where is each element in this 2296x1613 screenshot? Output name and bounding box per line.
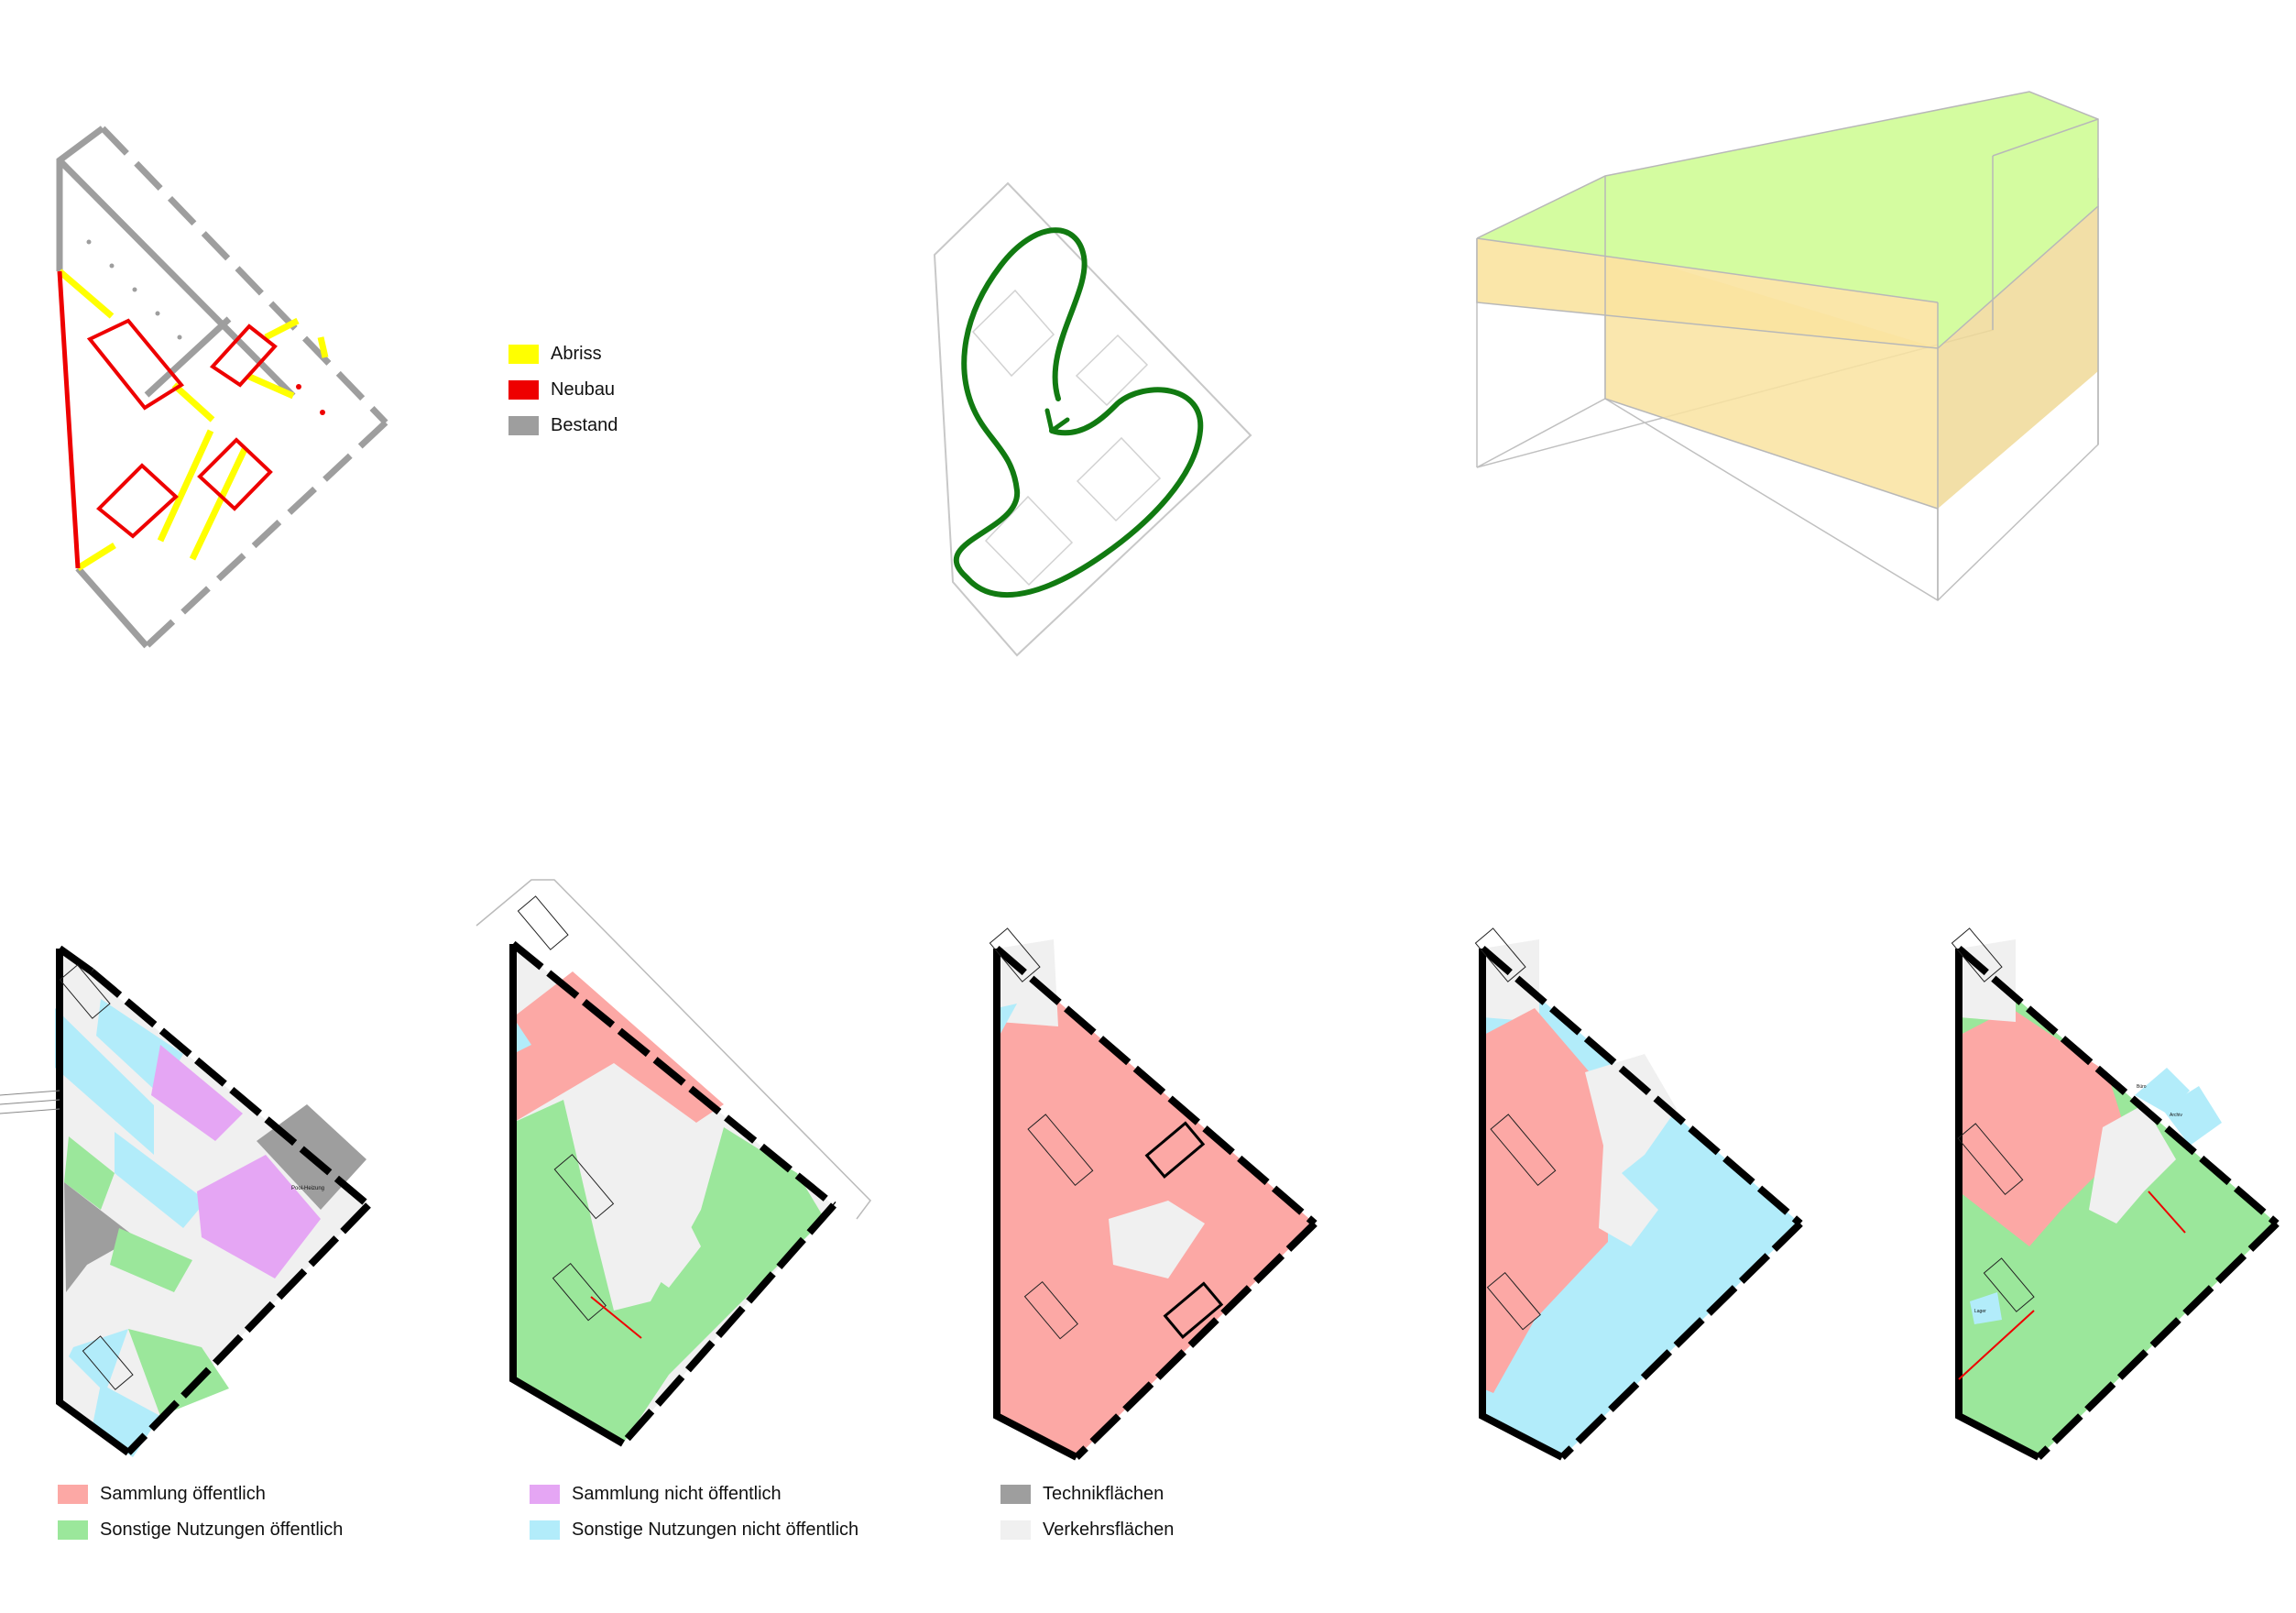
column-points [86, 239, 182, 340]
arrow-head-icon [1044, 408, 1070, 433]
legend-label: Abriss [551, 344, 602, 364]
visitor-path [953, 227, 1204, 598]
demolition-walls [57, 269, 329, 571]
zone-other-nonpublic [55, 1008, 154, 1155]
other-public-swatch [58, 1520, 88, 1540]
room-label-1: Büro [2137, 1084, 2147, 1090]
volume-axonometry [1476, 91, 2099, 601]
floor-plan-level-2 [989, 927, 1317, 1461]
volume-side-right [1938, 206, 2098, 509]
neubau-swatch [508, 380, 539, 400]
legend-label: Technikflächen [1043, 1484, 1164, 1504]
legend-item-other-nonpublic: Sonstige Nutzungen nicht öffentlich [530, 1520, 858, 1541]
legend-item-circulation: Verkehrsflächen [1000, 1520, 1174, 1541]
zone-collection-public [1482, 1008, 1608, 1393]
zone-technical [64, 1182, 136, 1292]
floor-plan-level-3 [1474, 927, 1803, 1461]
zone-collection-public [1959, 1008, 2130, 1246]
floor-plan-level-1 [476, 879, 871, 1447]
tech-room-label: Pool-Heizung [291, 1186, 324, 1191]
room-label-2: Archiv [2170, 1113, 2182, 1118]
zone-collection-public [513, 971, 724, 1123]
legend-label: Sonstige Nutzungen nicht öffentlich [572, 1520, 859, 1540]
legend-label: Sammlung nicht öffentlich [572, 1484, 782, 1504]
volume-side-front [1605, 247, 1938, 509]
legend-label: Neubau [551, 379, 616, 400]
legend-item-technical: Technikflächen [1000, 1484, 1164, 1505]
collection-public-swatch [58, 1485, 88, 1504]
legend-label: Sammlung öffentlich [100, 1484, 266, 1504]
site-outline [933, 181, 1252, 657]
building-blocks [971, 289, 1162, 587]
collection-nonpublic-swatch [530, 1485, 560, 1504]
legend-item-collection-public: Sammlung öffentlich [58, 1484, 266, 1505]
floor-plan-ground: Pool-Heizung [0, 945, 371, 1457]
circulation-swatch [1000, 1520, 1031, 1540]
legend-label: Bestand [551, 415, 618, 435]
demolition-plan-diagram [56, 126, 388, 649]
existing-walls [56, 126, 388, 649]
floor-plan-level-4: Büro Archiv Lager [1951, 927, 2280, 1461]
legend-item-bestand: Bestand [508, 415, 618, 436]
legend-label: Sonstige Nutzungen öffentlich [100, 1520, 344, 1540]
legend-item-abriss: Abriss [508, 344, 602, 365]
bestand-swatch [508, 416, 539, 435]
room-label-3: Lager [1974, 1309, 1986, 1314]
legend-item-other-public: Sonstige Nutzungen öffentlich [58, 1520, 343, 1541]
other-nonpublic-swatch [530, 1520, 560, 1540]
technical-swatch [1000, 1485, 1031, 1504]
circulation-path-diagram [933, 181, 1252, 657]
legend-item-collection-nonpublic: Sammlung nicht öffentlich [530, 1484, 782, 1505]
abriss-swatch [508, 345, 539, 364]
legend-item-neubau: Neubau [508, 379, 615, 401]
volume-top [1477, 92, 2098, 348]
new-construction [57, 270, 278, 569]
legend-label: Verkehrsflächen [1043, 1520, 1175, 1540]
